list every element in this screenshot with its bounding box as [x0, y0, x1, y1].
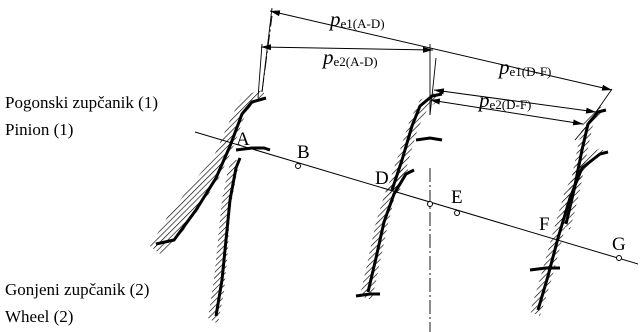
contact-points: [295, 163, 622, 261]
point-g-label: G: [612, 234, 626, 255]
pitch-pe2-ad-label: pe2(A-D): [321, 45, 378, 69]
pinion-tooth-1: [150, 90, 271, 254]
point-a-label: A: [236, 129, 250, 150]
pitch-pe2-df-label: pe2(D-F): [477, 88, 531, 112]
point-e-marker: [454, 210, 460, 216]
dim-pe2-ad: [260, 44, 434, 53]
point-b-marker: [295, 163, 301, 169]
pinion-label-croatian: Pogonski zupčanik (1): [5, 93, 158, 112]
wheel-label-croatian: Gonjeni zupčanik (2): [5, 280, 149, 299]
point-f-label: F: [539, 214, 550, 235]
dim-pe1-ad: [269, 10, 613, 91]
point-e-label: E: [451, 187, 463, 208]
wheel-tooth-2: [355, 168, 415, 300]
wheel-tooth-1: [208, 157, 242, 324]
pinion-label-english: Pinion (1): [5, 120, 73, 139]
point-d-label: D: [375, 168, 389, 189]
pitch-pe1-df-label: pe1(D-F): [497, 55, 551, 79]
wheel-tooth-3: [529, 148, 609, 316]
wheel-label-english: Wheel (2): [5, 307, 73, 326]
point-d-marker: [427, 201, 433, 207]
point-b-label: B: [297, 142, 310, 163]
dim-pe2-df: [429, 98, 584, 126]
line-of-action: [194, 131, 639, 265]
point-g-marker: [616, 255, 622, 261]
pitch-pe1-ad-label: pe1(A-D): [328, 7, 385, 31]
dimension-arrows: [260, 10, 613, 126]
